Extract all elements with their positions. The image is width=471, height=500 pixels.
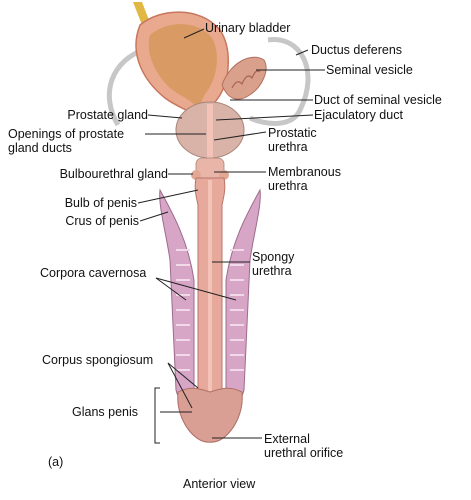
label-ductus-deferens: Ductus deferens (311, 43, 403, 57)
label-openings-prostate-gland-ducts: Openings of prostate gland ducts (8, 127, 125, 155)
label-ejaculatory-duct: Ejaculatory duct (314, 108, 403, 122)
leader-corpus-spongiosum-1 (167, 362, 199, 389)
leader-corpus-spongiosum-2 (167, 362, 193, 409)
leader-corpora-cavernosa-2 (155, 277, 237, 301)
label-corpora-cavernosa: Corpora cavernosa (40, 266, 147, 280)
leader-prostate-gland (147, 114, 183, 119)
label-prostate-gland: Prostate gland (67, 108, 148, 122)
leader-corpora-cavernosa-1 (155, 277, 187, 301)
leader-bulb-of-penis (137, 189, 199, 204)
prostatic-urethra-channel (207, 104, 213, 170)
view-caption: Anterior view (183, 477, 256, 491)
label-crus-of-penis: Crus of penis (65, 214, 139, 228)
leader-urinary-bladder (183, 28, 205, 39)
label-prostatic-urethra: Prostatic urethra (268, 126, 317, 154)
spongy-urethra-channel (208, 180, 212, 430)
panel-label: (a) (48, 455, 64, 469)
glans-bracket (154, 387, 160, 444)
glans-penis (177, 387, 243, 443)
seminal-vesicle (221, 56, 267, 100)
label-spongy-urethra: Spongy urethra (252, 250, 295, 278)
bladder-lumen (148, 24, 217, 110)
label-seminal-vesicle: Seminal vesicle (326, 63, 413, 77)
cavernosa-striations-left (176, 249, 190, 371)
leader-crus-of-penis (139, 211, 169, 222)
label-glans-penis: Glans penis (72, 405, 139, 419)
leader-prostatic-urethra (213, 131, 267, 141)
label-external-urethral-orifice: External urethral orifice (264, 432, 344, 460)
label-corpus-spongiosum: Corpus spongiosum (42, 353, 154, 367)
ductus-deferens-right-tube (248, 37, 311, 126)
cavernosa-striations-right (230, 249, 244, 371)
label-urinary-bladder: Urinary bladder (205, 21, 291, 35)
leader-lines (137, 28, 325, 444)
label-membranous-urethra: Membranous urethra (268, 165, 341, 193)
label-duct-of-seminal-vesicle: Duct of seminal vesicle (314, 93, 442, 107)
leader-ductus-deferens (295, 49, 309, 56)
leader-ejaculatory-duct (215, 114, 314, 121)
seminal-vesicle-coils (231, 70, 261, 89)
label-bulbourethral-gland: Bulbourethral gland (59, 167, 168, 181)
label-bulb-of-penis: Bulb of penis (64, 196, 137, 210)
